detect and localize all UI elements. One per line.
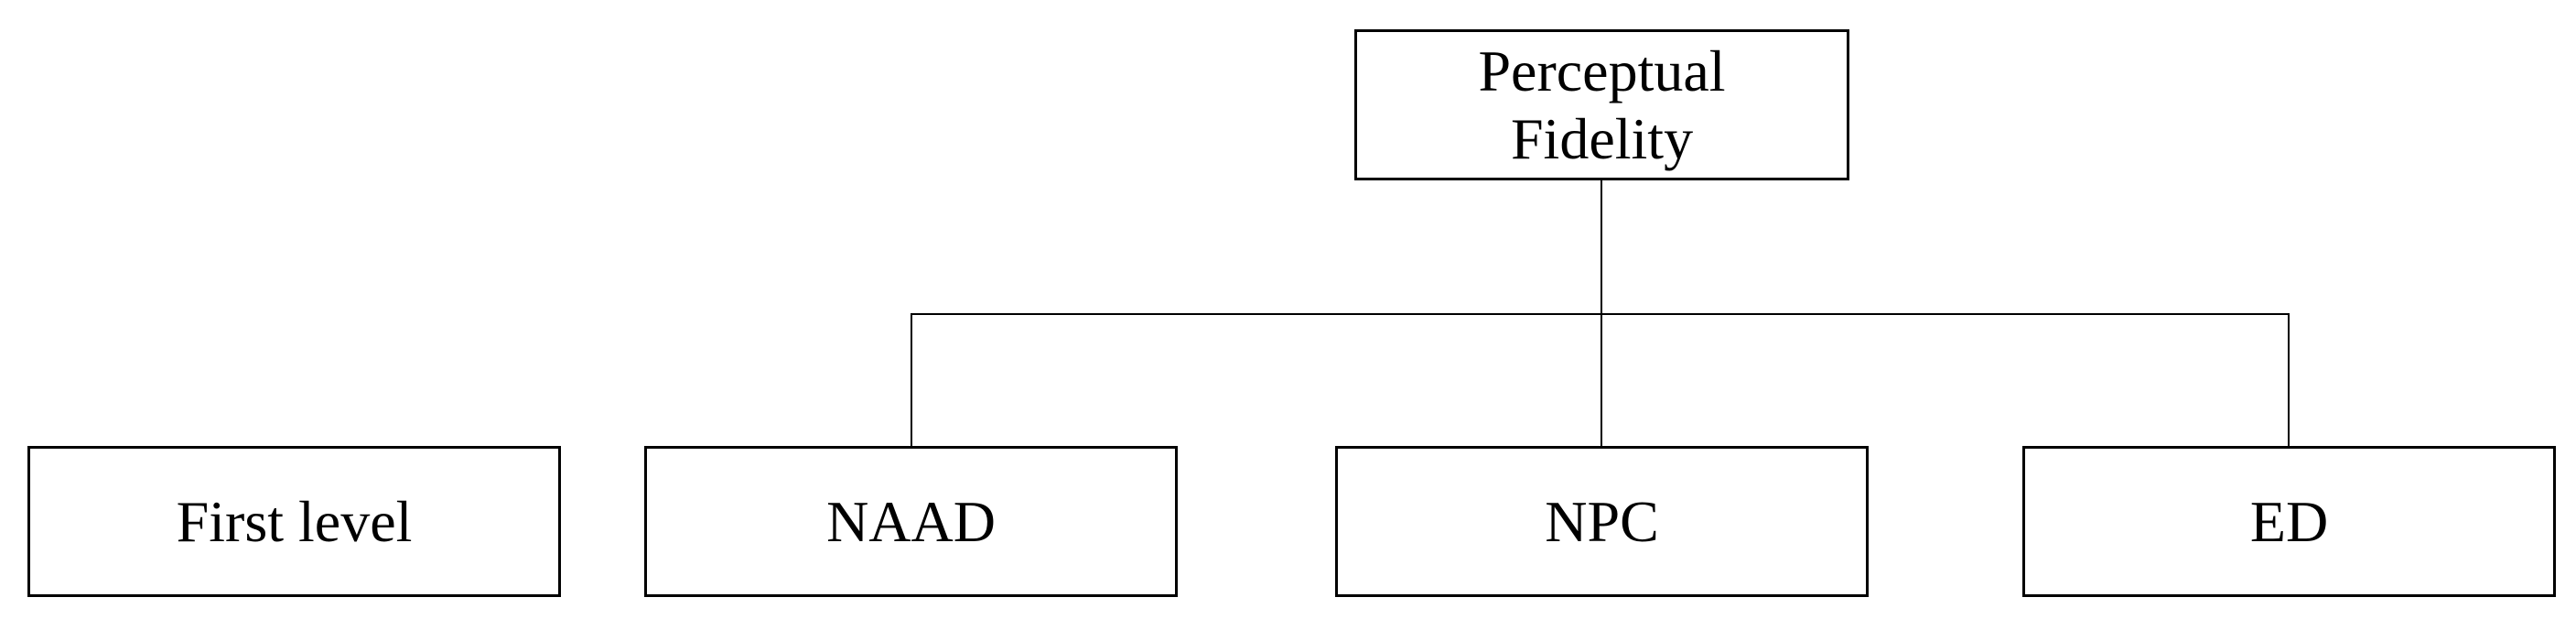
node-first-level-label: First level <box>176 488 413 554</box>
node-first-level: First level <box>27 446 561 597</box>
node-naad-label: NAAD <box>826 488 996 554</box>
connector-stub-npc <box>1601 315 1602 446</box>
connector-stub-ed <box>2288 315 2290 446</box>
connector-root-drop-line <box>1601 180 1602 315</box>
node-naad: NAAD <box>644 446 1178 597</box>
node-npc-label: NPC <box>1545 488 1659 554</box>
connector-horizontal-bus-line <box>911 313 2290 315</box>
node-perceptual-fidelity-label: Perceptual Fidelity <box>1478 38 1726 171</box>
node-npc: NPC <box>1335 446 1869 597</box>
node-ed: ED <box>2022 446 2556 597</box>
node-perceptual-fidelity: Perceptual Fidelity <box>1354 29 1849 180</box>
connector-stub-naad <box>911 315 912 446</box>
node-ed-label: ED <box>2249 488 2329 554</box>
